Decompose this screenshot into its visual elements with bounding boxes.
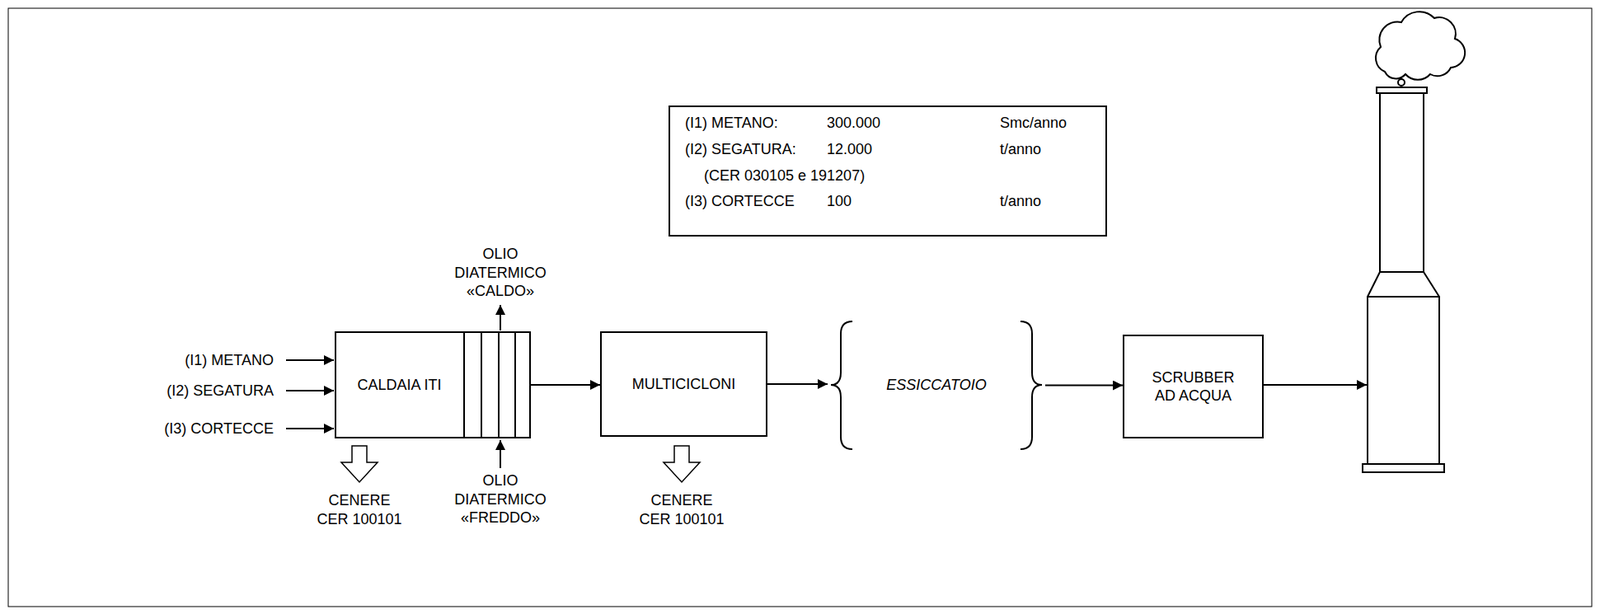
exchanger-line [480, 331, 483, 439]
flow-arrow [767, 383, 828, 385]
chimney-joint [1379, 271, 1424, 273]
flow-arrow [1263, 384, 1367, 386]
brace [830, 321, 853, 450]
ash-arrow [663, 445, 700, 483]
cyclone-box: MULTICICLONI [600, 331, 768, 437]
flow-arrow [1045, 384, 1123, 387]
chimney-base [1362, 464, 1445, 473]
oil-out-arrow [499, 304, 502, 331]
input-label: (I3) CORTECCE [164, 419, 274, 439]
dryer-group: ESSICCATOIO [827, 321, 1046, 450]
node-label: MULTICICLONI [632, 375, 737, 395]
exchanger-line [463, 331, 465, 439]
boiler-box: CALDAIA ITI [334, 331, 531, 439]
input-arrow [286, 427, 334, 430]
scrubber-box: SCRUBBER AD ACQUA [1122, 334, 1264, 439]
brace [1020, 321, 1042, 450]
legend-text: (CER 030105 e 191207) [703, 166, 865, 186]
heat-exchanger [464, 331, 516, 439]
legend-text: t/anno [999, 140, 1042, 160]
frame [8, 8, 1592, 607]
node-label: ESSICCATOIO [886, 375, 986, 395]
legend-text: 12.000 [826, 140, 873, 160]
legend-text: (I1) METANO: [685, 113, 779, 133]
input-arrow [286, 389, 334, 392]
chimney-top [1376, 87, 1427, 94]
legend-text: Smc/anno [999, 113, 1067, 133]
input-label: (I2) SEGATURA [166, 381, 274, 401]
oil-in-arrow [499, 440, 502, 469]
ash-label: CENERE CER 100101 [314, 491, 404, 529]
legend-text: 100 [826, 192, 852, 212]
input-arrow [286, 359, 334, 362]
exchanger-line [497, 331, 500, 439]
node-label: CALDAIA ITI [356, 375, 442, 395]
oil-label: OLIO DIATERMICO «FREDDO» [454, 471, 547, 528]
legend-text: t/anno [999, 192, 1042, 212]
legend-box: (I1) METANO: 300.000 Smc/anno (I2) SEGATURA… [668, 105, 1108, 237]
legend-text: (I2) SEGATURA: [685, 140, 797, 160]
ash-label: CENERE CER 100101 [637, 491, 727, 529]
smoke-cloud [1375, 11, 1465, 80]
chimney [1367, 92, 1440, 465]
oil-label: OLIO DIATERMICO «CALDO» [454, 244, 547, 301]
chimney-joint [1367, 295, 1440, 298]
legend-text: (I3) CORTECCE [685, 192, 795, 212]
ash-arrow [341, 445, 378, 483]
exchanger-line [514, 331, 517, 439]
flow-arrow [530, 384, 601, 386]
smoke-puff [1398, 79, 1405, 86]
node-label: SCRUBBER AD ACQUA [1144, 368, 1242, 406]
input-label: (I1) METANO [184, 351, 274, 371]
legend-text: 300.000 [826, 113, 881, 133]
